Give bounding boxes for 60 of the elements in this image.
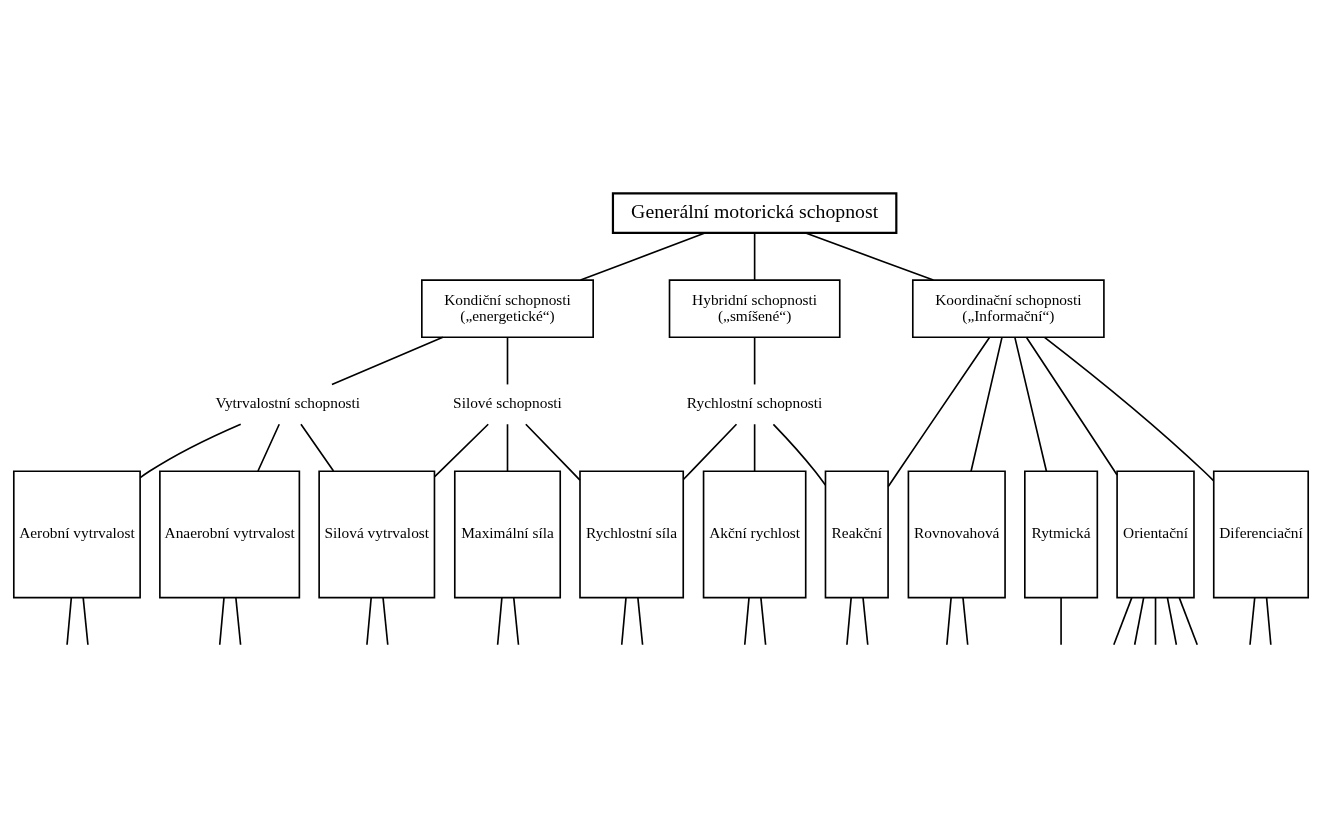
connector <box>862 597 869 646</box>
node-box: Kondiční schopnosti („energetické“) <box>421 279 594 339</box>
connector <box>946 597 952 646</box>
connector <box>506 423 509 472</box>
node-box: Rovnovahová <box>907 470 1006 599</box>
connector <box>1113 597 1133 646</box>
connector <box>579 232 706 281</box>
node-box: Reakční <box>824 470 889 599</box>
connector <box>772 423 827 486</box>
node-box: Hybridní schopnosti („smíšené“) <box>668 279 841 339</box>
node-box: Orientační <box>1116 470 1195 599</box>
connector <box>382 597 389 646</box>
node-box: Anaerobní vytrvalost <box>159 470 301 599</box>
node-text: Vytrvalostní schopnosti <box>215 394 361 412</box>
node-box: Silová vytrvalost <box>318 470 436 599</box>
connector <box>1133 597 1145 646</box>
connector <box>753 336 756 386</box>
connector <box>804 232 935 281</box>
connector <box>139 423 242 479</box>
connector <box>235 597 242 646</box>
connector <box>218 597 225 646</box>
node-box: Rychlostní síla <box>579 470 685 599</box>
connector <box>257 423 281 472</box>
node-box: Generální motorická schopnost <box>611 192 898 235</box>
connector <box>433 423 490 478</box>
connector <box>753 232 756 281</box>
connector <box>887 336 991 488</box>
connector <box>300 423 335 472</box>
connector <box>1166 597 1178 646</box>
node-box: Diferenciační <box>1212 470 1310 599</box>
connector <box>1178 597 1199 646</box>
connector <box>1025 336 1118 476</box>
connector <box>970 336 1003 473</box>
connector <box>760 597 767 646</box>
connector <box>637 597 644 646</box>
connector <box>1265 597 1272 646</box>
node-box: Koordinační schopnosti („Informační“) <box>911 279 1105 339</box>
node-text: Rychlostní schopnosti <box>686 394 823 412</box>
connector <box>525 423 581 481</box>
connector <box>1014 336 1048 473</box>
connector <box>682 423 738 481</box>
node-box: Rytmická <box>1024 470 1099 599</box>
connector <box>1060 597 1062 646</box>
connector <box>753 423 756 472</box>
connector <box>66 597 73 646</box>
connector <box>962 597 969 646</box>
connector <box>366 597 372 646</box>
node-box: Aerobní vytrvalost <box>12 470 141 599</box>
connector <box>82 597 89 646</box>
node-box: Maximální síla <box>453 470 562 599</box>
connector <box>620 597 627 646</box>
connector <box>331 336 444 386</box>
connector <box>506 336 509 386</box>
connector <box>496 597 503 646</box>
node-text: Silové schopnosti <box>453 394 562 412</box>
connector <box>1249 597 1256 646</box>
connector <box>743 597 750 646</box>
node-box: Akční rychlost <box>702 470 807 599</box>
connector <box>846 597 852 646</box>
connector <box>1043 336 1215 482</box>
